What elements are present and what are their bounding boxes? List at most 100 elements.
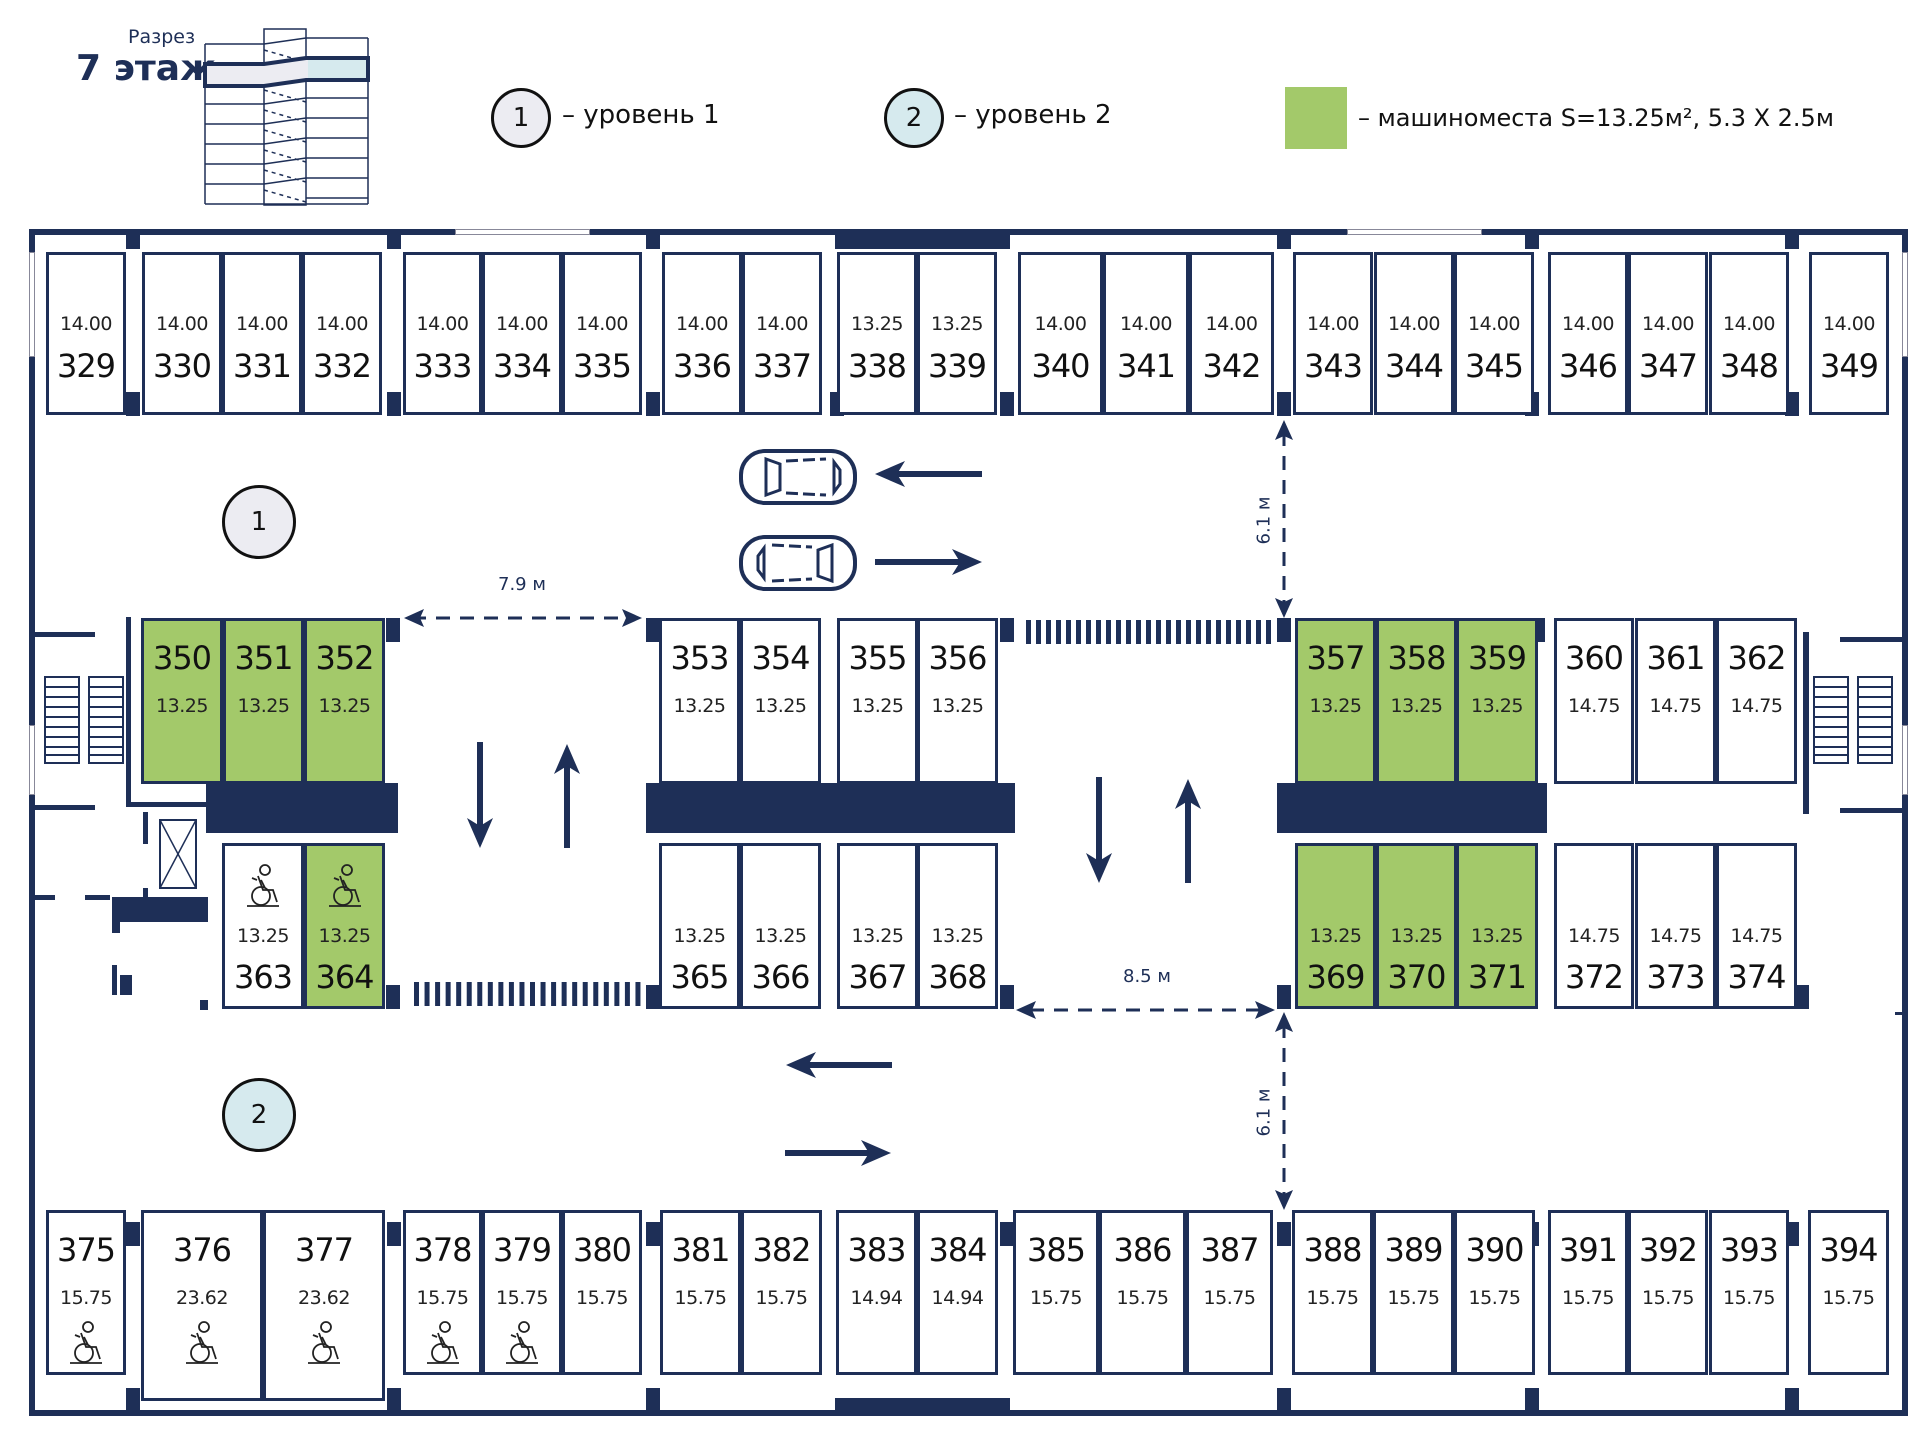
spot-area: 15.75 xyxy=(576,1287,628,1309)
crosswalk-stripe xyxy=(1046,620,1051,644)
spot-area: 14.75 xyxy=(1568,925,1620,947)
spot-area: 23.62 xyxy=(298,1287,350,1309)
spot-number: 389 xyxy=(1384,1231,1443,1269)
spot-number: 360 xyxy=(1564,639,1624,677)
column xyxy=(387,1388,401,1414)
spot-number: 391 xyxy=(1558,1231,1618,1269)
legend-level1-text: – уровень 1 xyxy=(562,100,720,130)
spot-number: 353 xyxy=(670,639,729,677)
crosswalk-stripe xyxy=(1076,620,1081,644)
legend-level2-badge: 2 xyxy=(884,88,944,148)
spot-number: 351 xyxy=(234,639,293,677)
spot-area: 15.75 xyxy=(755,1287,808,1309)
spot-number: 374 xyxy=(1727,958,1786,996)
spot-number: 329 xyxy=(56,347,116,385)
crosswalk-stripe xyxy=(1136,620,1141,644)
spot-number: 382 xyxy=(752,1231,811,1269)
spot-area: 15.75 xyxy=(1642,1287,1694,1309)
crosswalk-stripe xyxy=(1206,620,1211,644)
spot-number: 363 xyxy=(233,958,293,996)
spot-area: 13.25 xyxy=(754,695,807,717)
spot-number: 375 xyxy=(56,1231,116,1269)
column xyxy=(386,618,400,642)
spot-number: 387 xyxy=(1200,1231,1259,1269)
parking-spot[interactable]: 382 15.75 xyxy=(741,1210,822,1375)
wall-segment xyxy=(835,1398,1010,1416)
floor-label: 7 этаж xyxy=(76,48,216,89)
spot-area: 15.75 xyxy=(1562,1287,1614,1309)
column xyxy=(1277,985,1291,1009)
column xyxy=(386,985,400,1009)
dimension-lower-drive: 6.1 м xyxy=(1253,1088,1275,1137)
spot-number: 334 xyxy=(492,347,552,385)
column xyxy=(387,1222,401,1246)
spot-area: 13.25 xyxy=(931,313,983,335)
parking-spot[interactable]: 391 15.75 xyxy=(1548,1210,1628,1375)
